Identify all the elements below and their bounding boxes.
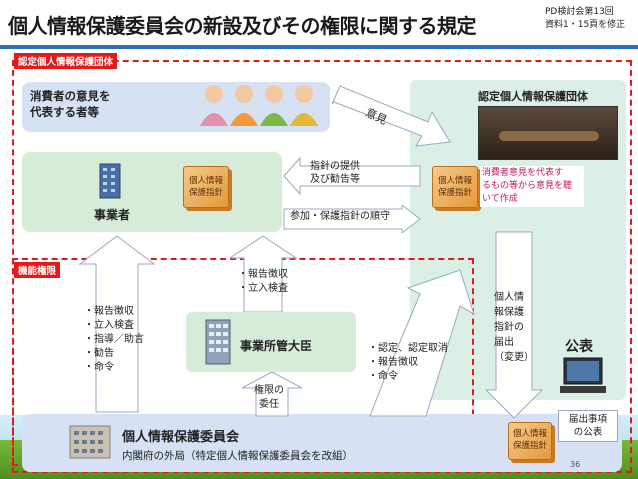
publication-note-line: の公表 xyxy=(573,427,603,438)
guideline-line: 及び勧告等 xyxy=(310,174,360,185)
people-icon xyxy=(200,85,318,126)
commission-building-icon xyxy=(69,425,111,459)
right-authority-list: ・認定、認定取消 ・報告徴収 ・命令 xyxy=(368,342,448,384)
business-label: 事業者 xyxy=(94,208,131,222)
delegation-line: 委任 xyxy=(259,399,279,410)
title-underline xyxy=(0,45,638,49)
building-icon xyxy=(99,163,121,199)
reference-line: 資料1・15頁を修正 xyxy=(545,20,626,30)
org-guideline-book: 個人情報 保護指針 xyxy=(432,166,478,208)
business-guideline-book: 個人情報 保護指針 xyxy=(183,166,229,208)
authority-item: ・報告徴収 xyxy=(84,306,134,317)
authority-item: ・指導／助言 xyxy=(84,334,144,345)
publication-label: 公表 xyxy=(565,339,593,355)
org-note-line: いて作成 xyxy=(482,194,518,204)
reference-line: PD検討会第13回 xyxy=(545,7,614,17)
authority-item: ・立入検査 xyxy=(238,283,288,294)
notify-line: 個人情 xyxy=(494,292,524,303)
minister-building-icon xyxy=(205,319,231,365)
guideline-arrow-label: 指針の提供 及び勧告等 xyxy=(310,160,360,186)
authority-item: ・立入検査 xyxy=(84,320,134,331)
org-note-line: 消費者意見を代表す xyxy=(482,168,564,178)
delegation-arrow xyxy=(241,372,303,417)
org-note-line: るもの等から意見を聴 xyxy=(482,181,573,191)
delegation-line: 権限の xyxy=(254,385,284,396)
page-number: 36 xyxy=(570,460,581,469)
authority-item: ・認定、認定取消 xyxy=(368,343,448,354)
book-line: 個人情報 xyxy=(512,429,547,439)
opinion-arrow xyxy=(332,85,451,147)
notify-line: 報保護 xyxy=(494,307,524,318)
reference-note: PD検討会第13回 資料1・15頁を修正 xyxy=(545,6,625,32)
publication-note-line: 届出事項 xyxy=(568,414,607,425)
book-line: 保護指針 xyxy=(188,188,223,198)
authority-tag: 機能権限 xyxy=(14,262,61,278)
right-authority-arrow xyxy=(369,269,475,417)
compliance-arrow-label: 参加・保護指針の順守 xyxy=(290,211,390,222)
computer-icon xyxy=(560,357,606,393)
publication-note: 届出事項 の公表 xyxy=(558,410,618,442)
meeting-room-image xyxy=(478,106,618,160)
guideline-arrow xyxy=(283,156,421,196)
minister-authority-list: ・報告徴収 ・立入検査 xyxy=(238,268,288,296)
notify-label: 個人情 報保護 指針の 届出 （変更） xyxy=(494,290,534,365)
authority-item: ・報告徴収 xyxy=(368,357,418,368)
commission-subtitle: 内閣府の外局（特定個人情報保護委員会を改組） xyxy=(122,450,353,462)
delegation-label: 権限の 委任 xyxy=(254,384,284,412)
consumers-label: 消費者の意見を 代表する者等 xyxy=(30,88,111,120)
notify-arrow xyxy=(484,231,544,419)
notify-line: 届出 xyxy=(494,337,514,348)
left-authority-list: ・報告徴収 ・立入検査 ・指導／助言 ・勧告 ・命令 xyxy=(84,305,144,375)
authority-item: ・命令 xyxy=(368,371,398,382)
guideline-line: 指針の提供 xyxy=(310,161,360,172)
commission-guideline-book: 個人情報 保護指針 xyxy=(508,422,552,460)
left-authority-arrow xyxy=(78,235,156,413)
page-title: 個人情報保護委員会の新設及びその権限に関する規定 xyxy=(8,14,477,38)
org-guideline-note: 消費者意見を代表す るもの等から意見を聴 いて作成 xyxy=(480,166,584,207)
business-box xyxy=(22,152,282,232)
notify-line: （変更） xyxy=(494,352,534,363)
authority-item: ・報告徴収 xyxy=(238,269,288,280)
consumers-line: 代表する者等 xyxy=(30,105,99,119)
minister-label: 事業所管大臣 xyxy=(240,339,313,353)
book-line: 保護指針 xyxy=(512,441,547,451)
certified-org-tag: 認定個人情報保護団体 xyxy=(14,53,118,69)
people-icons xyxy=(196,82,326,128)
authority-item: ・命令 xyxy=(84,362,114,373)
commission-label: 個人情報保護委員会 xyxy=(122,430,240,445)
book-line: 個人情報 xyxy=(188,176,223,186)
consumers-line: 消費者の意見を xyxy=(30,89,111,103)
certified-org-label: 認定個人情報保護団体 xyxy=(478,90,588,103)
book-line: 保護指針 xyxy=(437,188,472,198)
authority-item: ・勧告 xyxy=(84,348,114,359)
book-line: 個人情報 xyxy=(437,176,472,186)
compliance-arrow xyxy=(283,205,421,233)
notify-line: 指針の xyxy=(494,322,524,333)
